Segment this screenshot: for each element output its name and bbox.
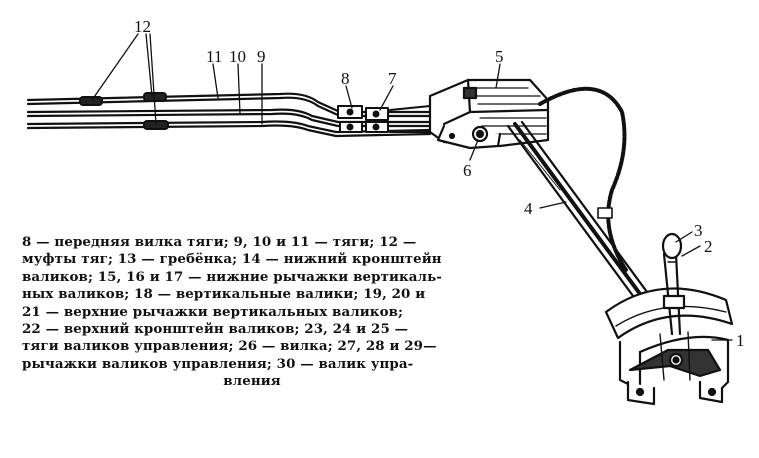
callout-6: 6: [463, 161, 472, 180]
figure-caption: 8 — передняя вилка тяги; 9, 10 и 11 — тя…: [22, 234, 522, 391]
callout-3: 3: [694, 221, 703, 240]
caption-line: 21 — верхние рычажки вертикальных валико…: [22, 303, 404, 320]
callout-11: 11: [206, 47, 222, 66]
control-lever: [661, 232, 686, 336]
callout-10: 10: [229, 47, 246, 66]
rods: [26, 92, 432, 138]
front-fork: [337, 105, 431, 133]
callout-9: 9: [257, 47, 266, 66]
callout-8: 8: [341, 69, 350, 88]
callout-1: 1: [736, 331, 745, 350]
caption-line: ных валиков; 18 — вертикальные валики; 1…: [22, 286, 426, 303]
rod-couplings: [79, 92, 169, 130]
cable-clamp: [597, 207, 613, 219]
callout-4: 4: [524, 199, 533, 218]
upper-housing: [428, 78, 550, 150]
callout-12: 12: [134, 17, 151, 36]
callout-2: 2: [704, 237, 713, 256]
callout-5: 5: [495, 47, 504, 66]
leader-lines: [91, 33, 733, 341]
caption-line: валиков; 15, 16 и 17 — нижние рычажки ве…: [22, 268, 442, 285]
control-shaft: [506, 120, 652, 302]
caption-line: 22 — верхний кронштейн валиков; 23, 24 и…: [22, 321, 409, 338]
caption-line: рычажки валиков управления; 30 — валик у…: [22, 355, 414, 372]
caption-line: вления: [223, 373, 281, 390]
callout-7: 7: [388, 69, 397, 88]
caption-line: тяги валиков управления; 26 — вилка; 27,…: [22, 338, 437, 355]
caption-line: муфты тяг; 13 — гребёнка; 14 — нижний кр…: [22, 251, 442, 268]
caption-line: 8 — передняя вилка тяги; 9, 10 и 11 — тя…: [22, 234, 417, 250]
